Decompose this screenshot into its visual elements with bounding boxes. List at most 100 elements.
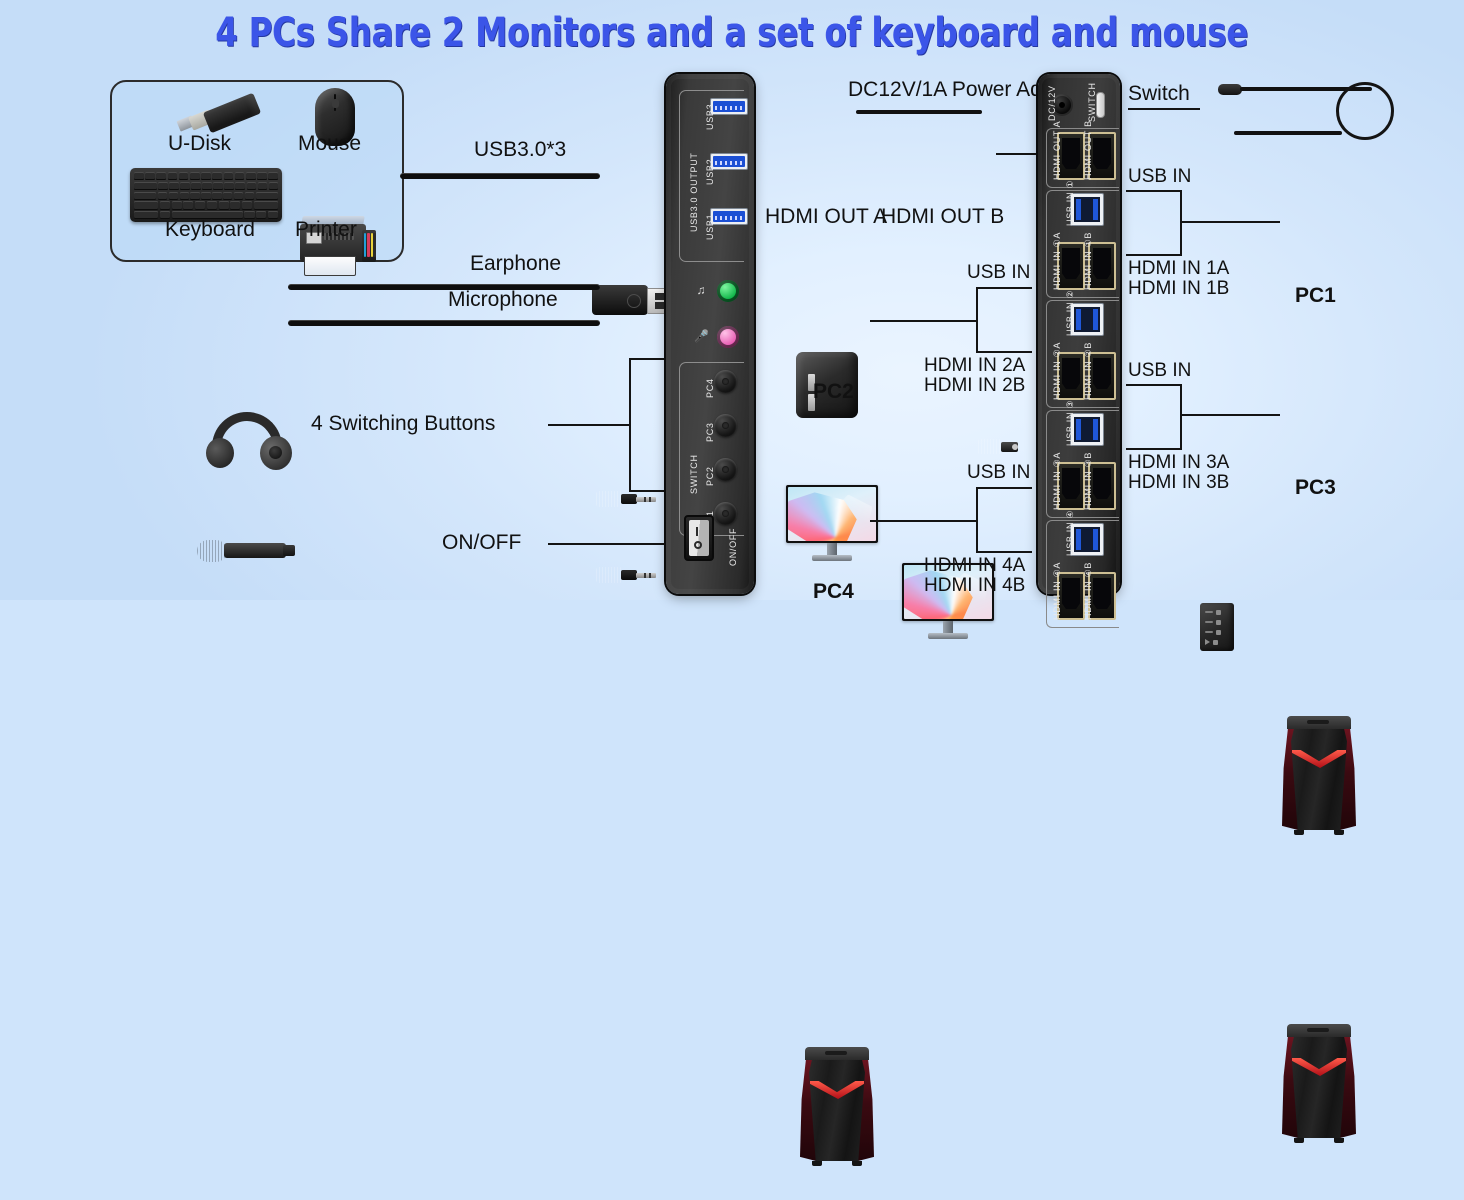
power-rocker-switch[interactable] [684,515,714,561]
page-title: 4 PCs Share 2 Monitors and a set of keyb… [215,10,1249,56]
switch-button-pc4-label: PC4 [705,378,715,398]
headphone-symbol-icon: ♫ [696,283,706,297]
switch-button-pc1[interactable] [714,502,737,525]
hdmi-out-b-port[interactable] [1088,132,1116,180]
hdmi-in-3a-port[interactable] [1057,462,1085,510]
headphones-icon [206,412,292,470]
pc2-connection-line [870,320,978,323]
hdmi-in-1a-port[interactable] [1057,242,1085,290]
switch-button-pc4[interactable] [714,370,737,393]
hdmi-in-4b-label: HDMI IN ④B [1083,561,1093,620]
u-disk-label: U-Disk [168,132,231,155]
remote-switch-underline [1128,108,1200,111]
microphone-jack-plug-icon [596,567,656,583]
dc-power-input-port[interactable] [1051,94,1073,116]
pc1-hdmi-b-label: HDMI IN 1B [1128,278,1230,299]
power-adapter-icon [796,352,858,418]
pc3-label: PC3 [1295,476,1336,499]
monitor-a-label: HDMI OUT A [765,205,888,228]
usb-flash-drive-icon [176,92,262,136]
power-switch-label: ON/OFF [728,527,738,566]
switching-buttons-bracket-bottom [629,490,667,493]
pc4-hdmi-a-label: HDMI IN 4A [924,555,1026,576]
hdmi-in-3b-port[interactable] [1088,462,1116,510]
microphone-port[interactable] [717,326,739,348]
usb-in-4-port[interactable] [1070,523,1104,556]
hdmi-in-3b-label: HDMI IN ③B [1083,451,1093,510]
kvm-switch-rear-panel[interactable]: DC/12V SWITCH HDMI OUT A HDMI OUT B USB … [1038,74,1120,628]
hdmi-in-1b-port[interactable] [1088,242,1116,290]
kvm-switch-front-panel[interactable]: USB3.0 OUTPUT USB3 USB2 USB1 ♫ 🎤 SWITCH … [666,74,754,594]
pc3-usb-in-label: USB IN [1128,360,1192,381]
switch-button-pc2[interactable] [714,458,737,481]
usb-in-2-port[interactable] [1070,303,1104,336]
switch-group-label: SWITCH [689,454,699,494]
earphone-cable [288,284,600,290]
remote-switch-cable-top [1240,87,1372,91]
pc2-tower-icon [800,1047,874,1166]
earphone-port[interactable] [717,280,739,302]
pc3-connection-line [1180,414,1280,417]
usb3-port-1[interactable] [710,208,748,225]
mouse-icon [315,88,355,146]
keyboard-label: Keyboard [165,218,255,241]
usb-in-2-label: USB IN ② [1065,289,1075,336]
usb3-output-group-label: USB3.0 OUTPUT [689,152,699,232]
printer-icon [300,216,376,282]
mouse-label: Mouse [298,132,362,155]
dc-12v-label: DC/12V [1047,85,1057,121]
switch-button-pc3[interactable] [714,414,737,437]
diagram-canvas: 4 PCs Share 2 Monitors and a set of keyb… [0,0,1464,600]
on-off-label: ON/OFF [442,531,522,554]
power-adapter-label: DC12V/1A Power Adapter [848,78,1090,101]
monitor-a-icon [786,485,878,563]
pc4-bracket-top [976,487,1032,490]
usb-in-3-port[interactable] [1070,413,1104,446]
usb-in-1-label: USB IN ① [1065,179,1075,226]
hdmi-in-2a-port[interactable] [1057,352,1085,400]
keyboard-icon [130,168,282,222]
pc3-bracket-bottom [1126,448,1182,451]
switching-buttons-label: 4 Switching Buttons [311,412,496,435]
rear-switch-label: SWITCH [1087,82,1097,122]
switching-buttons-bracket-top [629,358,667,361]
microphone-symbol-icon: 🎤 [694,329,709,343]
pc2-label: PC2 [813,380,854,403]
usb3-port-1-label: USB1 [705,213,715,240]
hdmi-out-a-port[interactable] [1057,132,1085,180]
microphone-icon [197,539,295,563]
cable-loop [1336,82,1394,140]
pc2-bracket-spine [976,287,979,353]
hdmi-out-a-label: HDMI OUT A [1052,120,1062,180]
earphone-label: Earphone [470,252,562,275]
microphone-label: Microphone [448,288,558,311]
hdmi-out-b-label: HDMI OUT B [1083,120,1093,180]
microphone-cable [288,320,600,326]
pc4-bracket-spine [976,487,979,553]
usb3-port-2[interactable] [710,153,748,170]
pc1-usb-in-label: USB IN [1128,166,1192,187]
hdmi-in-4a-label: HDMI IN ④A [1052,561,1062,620]
switching-buttons-bracket-spine [629,358,632,492]
hdmi-in-2a-label: HDMI IN ②A [1052,341,1062,400]
pc2-bracket-bottom [976,351,1032,354]
pc3-bracket-top [1126,384,1182,387]
usb-in-4-label: USB IN ④ [1065,509,1075,556]
hdmi-in-2b-port[interactable] [1088,352,1116,400]
switch-button-pc3-label: PC3 [705,422,715,442]
pc4-label: PC4 [813,580,854,603]
pc1-tower-icon [1282,716,1356,835]
hdmi-in-1b-label: HDMI IN ①B [1083,231,1093,290]
remote-switch-cable-bottom [1234,131,1342,135]
pc1-bracket-top [1126,190,1182,193]
usb-in-1-port[interactable] [1070,193,1104,226]
pc2-hdmi-b-label: HDMI IN 2B [924,375,1026,396]
usb3-cable [400,173,600,179]
usb3-port-3-label: USB3 [705,103,715,130]
power-adapter-cable [856,110,982,114]
remote-switch-icon[interactable] [1200,603,1234,651]
usb3-port-3[interactable] [710,98,748,115]
earphone-jack-plug-icon [596,491,656,507]
hdmi-in-2b-label: HDMI IN ②B [1083,341,1093,400]
remote-switch-port[interactable] [1096,92,1105,118]
